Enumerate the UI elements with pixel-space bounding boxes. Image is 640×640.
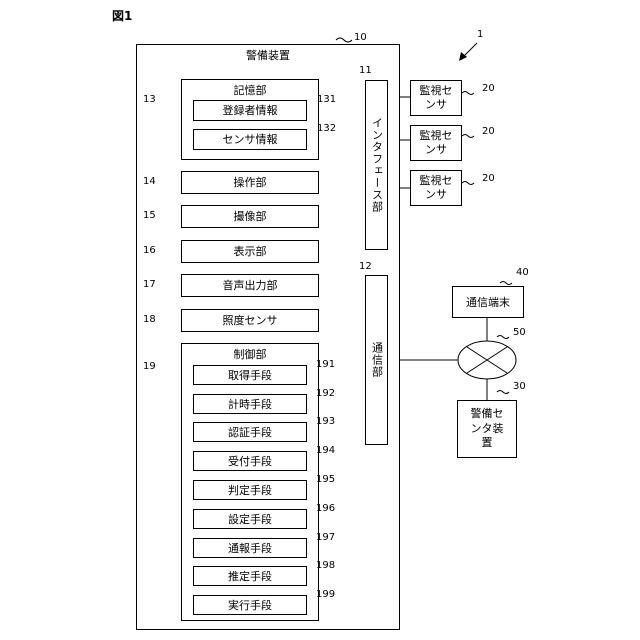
registrant-info-box: 登録者情報 (193, 100, 307, 121)
determination-means-box: 判定手段 (193, 480, 307, 500)
comm-unit-label: 通信部 (369, 342, 385, 378)
acquisition-means-ref: 191 (316, 360, 335, 370)
control-unit-title: 制御部 (181, 349, 319, 360)
display-unit-box: 表示部 (181, 240, 319, 263)
monitoring-sensor-box-2: 監視センサ (410, 125, 462, 161)
system-ref: 1 (477, 30, 483, 40)
timing-means-ref: 192 (316, 389, 335, 399)
acquisition-means-box: 取得手段 (193, 365, 307, 385)
display-unit-ref: 16 (143, 246, 156, 256)
estimation-means-box: 推定手段 (193, 566, 307, 586)
leader-line (462, 135, 474, 138)
sensor-info-ref: 132 (317, 124, 336, 134)
timing-means-box: 計時手段 (193, 394, 307, 414)
authentication-means-box: 認証手段 (193, 422, 307, 442)
determination-means-ref: 195 (316, 475, 335, 485)
reception-means-ref: 194 (316, 446, 335, 456)
interface-unit-box: インタフェース部 (365, 80, 388, 250)
system-arrow-head (459, 52, 467, 61)
execution-means-box: 実行手段 (193, 595, 307, 615)
security-center-box: 警備センタ装置 (457, 400, 517, 458)
illuminance-sensor-box: 照度センサ (181, 309, 319, 332)
audio-output-unit-ref: 17 (143, 280, 156, 290)
illuminance-sensor-ref: 18 (143, 315, 156, 325)
execution-means-ref: 199 (316, 590, 335, 600)
comm-unit-box: 通信部 (365, 275, 388, 445)
imaging-unit-box: 撮像部 (181, 205, 319, 228)
security-center-ref: 30 (513, 382, 526, 392)
reception-means-box: 受付手段 (193, 451, 307, 471)
security-device-title: 警備装置 (136, 50, 400, 61)
monitoring-sensor-box-1: 監視センサ (410, 80, 462, 116)
leader-line (500, 282, 512, 285)
estimation-means-ref: 198 (316, 561, 335, 571)
imaging-unit-ref: 15 (143, 211, 156, 221)
notification-means-ref: 197 (316, 533, 335, 543)
monitoring-sensor-ref-1: 20 (482, 84, 495, 94)
storage-ref: 13 (143, 95, 156, 105)
leader-line (462, 182, 474, 185)
leader-line (462, 92, 474, 95)
monitoring-sensor-ref-3: 20 (482, 174, 495, 184)
setting-means-ref: 196 (316, 504, 335, 514)
leader-line (497, 391, 509, 394)
setting-means-box: 設定手段 (193, 509, 307, 529)
operation-unit-ref: 14 (143, 177, 156, 187)
comm-terminal-box: 通信端末 (452, 286, 524, 318)
sensor-info-box: センサ情報 (193, 129, 307, 150)
network-ref: 50 (513, 328, 526, 338)
registrant-info-ref: 131 (317, 95, 336, 105)
authentication-means-ref: 193 (316, 417, 335, 427)
comm-terminal-ref: 40 (516, 268, 529, 278)
monitoring-sensor-ref-2: 20 (482, 127, 495, 137)
operation-unit-box: 操作部 (181, 171, 319, 194)
figure-label: 図1 (112, 7, 132, 24)
control-unit-ref: 19 (143, 362, 156, 372)
interface-unit-ref: 11 (359, 66, 372, 76)
monitoring-sensor-box-3: 監視センサ (410, 170, 462, 206)
leader-line (497, 336, 509, 339)
audio-output-unit-box: 音声出力部 (181, 274, 319, 297)
leader-line (336, 38, 352, 42)
security-device-ref: 10 (354, 33, 367, 43)
notification-means-box: 通報手段 (193, 538, 307, 558)
comm-unit-ref: 12 (359, 262, 372, 272)
storage-title: 記憶部 (181, 85, 319, 96)
interface-unit-label: インタフェース部 (369, 117, 385, 213)
